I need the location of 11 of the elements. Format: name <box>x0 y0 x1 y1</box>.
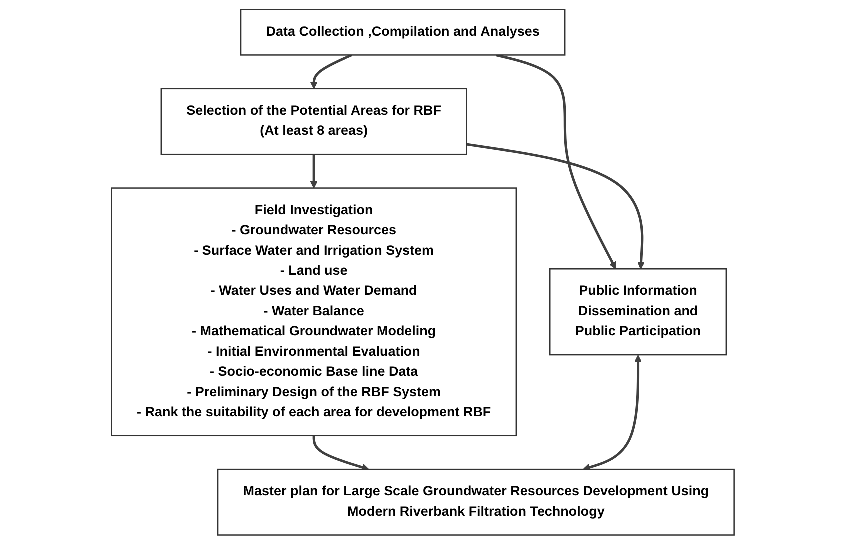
node-box: Master plan for Large Scale Groundwater Resources Development Using Modern Riverbank Filtration Technology <box>218 468 736 536</box>
arrow <box>310 54 353 90</box>
arrow <box>583 355 642 472</box>
arrow <box>313 436 370 472</box>
arrow <box>496 54 617 270</box>
node-box: Data Collection ,Compilation and Analyses <box>240 9 566 56</box>
node-box: Public Information Dissemination and Public Participation <box>550 268 728 356</box>
node-box: Selection of the Potential Areas for RBF (At least 8 areas) <box>161 88 468 156</box>
arrow <box>467 143 646 270</box>
arrow <box>310 154 318 189</box>
node-box: Field Investigation - Groundwater Resources - Surface Water and Irrigation System - Land use - Water Uses and Water Demand - Water Balance - Mathematical Groundwater Modeling - Initial Environmental Evaluation - Socio-economic Base line Data - Preliminary Design of the RBF System - Rank the suitability of each area for development RBF <box>112 188 518 437</box>
